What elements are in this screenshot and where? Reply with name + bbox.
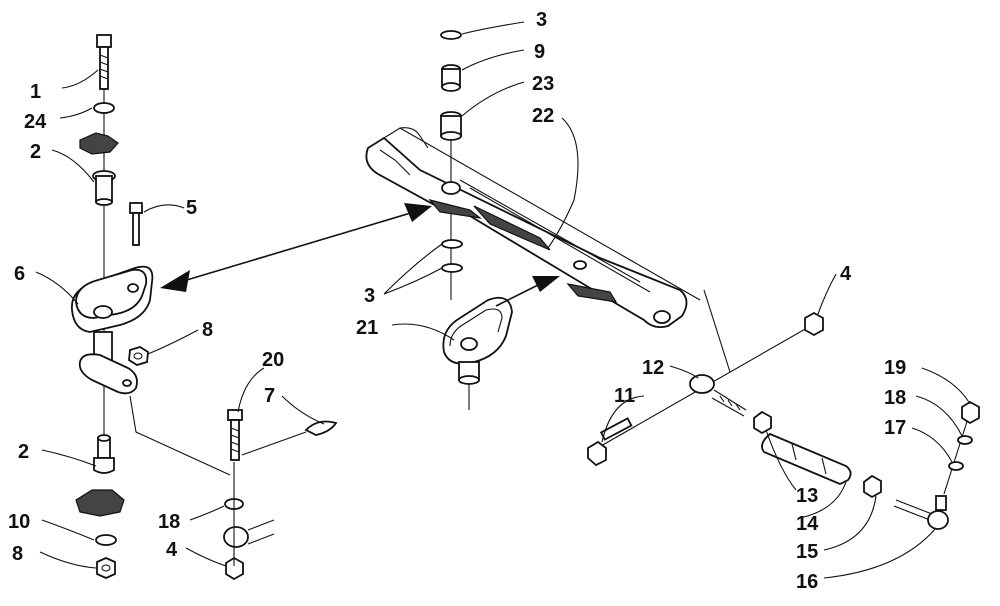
jam-nut-part-15 [863, 474, 882, 499]
callout-24: 24 [24, 111, 47, 133]
cotter-pin-part-7 [304, 420, 338, 436]
washer-part-3-top [440, 30, 462, 40]
callout-8-upper: 8 [202, 319, 213, 341]
callout-6: 6 [14, 263, 25, 285]
callout-2-lower: 2 [18, 441, 29, 463]
callout-20: 20 [262, 349, 284, 371]
callout-2-top: 2 [30, 141, 41, 163]
callout-4-right: 4 [840, 263, 852, 285]
callout-4-left: 4 [166, 539, 178, 561]
callout-11: 11 [614, 385, 635, 407]
tie-rod-end-fragment [223, 519, 275, 548]
jam-nut-part-13 [753, 410, 772, 435]
left-steering-post-assembly [71, 34, 231, 579]
nut-part-8-upper [128, 346, 149, 366]
bolt-part-5 [129, 202, 143, 246]
washer-part-3-upper [441, 239, 463, 249]
bolt-part-1 [96, 34, 112, 90]
washer-part-17 [948, 461, 964, 471]
callout-16: 16 [796, 571, 818, 593]
callout-23: 23 [532, 73, 554, 95]
callout-10: 10 [8, 511, 30, 533]
bushing-part-2-top [92, 170, 116, 206]
callout-3-top: 3 [536, 9, 547, 31]
callout-7: 7 [264, 385, 275, 407]
plate-fragment-lower [75, 489, 125, 517]
callout-3-lower: 3 [364, 285, 375, 307]
steering-post-bracket-part-6 [71, 265, 154, 395]
callout-19: 19 [884, 357, 906, 379]
callout-5: 5 [186, 197, 197, 219]
callout-1: 1 [30, 81, 41, 103]
spacer-part-9 [441, 64, 461, 92]
callout-18-left: 18 [158, 511, 180, 533]
callout-21: 21 [356, 317, 378, 339]
callout-18-right: 18 [884, 387, 906, 409]
bolt-part-20 [227, 409, 243, 461]
tie-rod-assembly [587, 289, 980, 530]
callout-14: 14 [796, 513, 819, 535]
lower-hardware-assembly [223, 409, 338, 581]
callout-8-lower: 8 [12, 543, 23, 565]
callout-12: 12 [642, 357, 664, 379]
drag-link-part-22 [365, 127, 701, 329]
washer-part-3-lower [441, 263, 463, 273]
washer-part-18-right [957, 435, 973, 445]
leader-lines [35, 21, 971, 579]
assembly-arrows [160, 203, 560, 307]
nut-part-8-lower [96, 557, 116, 579]
callout-9: 9 [534, 41, 545, 63]
callout-13: 13 [796, 485, 818, 507]
plate-fragment-top [79, 132, 119, 155]
washer-part-10 [95, 534, 117, 546]
callout-22: 22 [532, 105, 554, 127]
washer-part-24 [93, 102, 115, 114]
bushing-part-2-lower [93, 434, 115, 474]
nut-part-19 [961, 400, 980, 425]
tie-rod-end-part-16 [893, 495, 949, 530]
nut-part-4-right [804, 311, 824, 337]
pitman-arm-part-21 [442, 296, 513, 410]
callout-15: 15 [796, 541, 818, 563]
bushing-part-23 [440, 111, 462, 141]
callout-labels: 1 24 2 5 6 8 2 10 8 20 7 18 4 3 9 23 22 … [8, 9, 906, 593]
adjuster-sleeve-part-14 [761, 432, 852, 485]
callout-17: 17 [884, 417, 906, 439]
bolt-part-11 [587, 417, 633, 467]
drag-link-assembly [365, 30, 701, 410]
tie-rod-end-part-12 [689, 374, 747, 417]
